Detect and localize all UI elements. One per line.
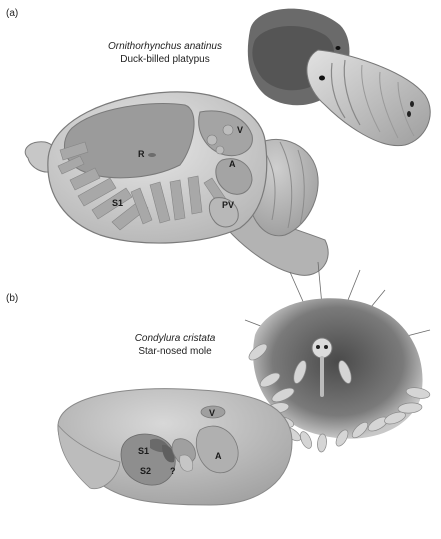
platypus-head-illustration (248, 9, 430, 146)
scientific-name-platypus: Ornithorhynchus anatinus (70, 40, 260, 53)
region-label-a: A (229, 159, 236, 169)
common-name-mole: Star-nosed mole (100, 345, 250, 358)
species-caption-platypus: Ornithorhynchus anatinus Duck-billed pla… (70, 40, 260, 66)
panel-label-a: (a) (6, 8, 18, 19)
panel-label-b: (b) (6, 293, 18, 304)
region-label-a-mole: A (215, 451, 222, 461)
star-nosed-mole-brain-illustration: V A S1 S2 ? (58, 389, 292, 505)
platypus-brain-illustration: R V A S1 PV (25, 92, 328, 275)
species-caption-mole: Condylura cristata Star-nosed mole (100, 332, 250, 358)
region-label-unknown-mole: ? (170, 466, 176, 476)
region-label-v-mole: V (209, 408, 215, 418)
common-name-platypus: Duck-billed platypus (70, 53, 260, 66)
region-label-s1-mole: S1 (138, 446, 149, 456)
region-label-s2-mole: S2 (140, 466, 151, 476)
region-label-r: R (138, 149, 145, 159)
scientific-name-mole: Condylura cristata (100, 332, 250, 345)
region-label-pv: PV (222, 200, 234, 210)
region-label-s1: S1 (112, 198, 123, 208)
region-label-v: V (237, 125, 243, 135)
